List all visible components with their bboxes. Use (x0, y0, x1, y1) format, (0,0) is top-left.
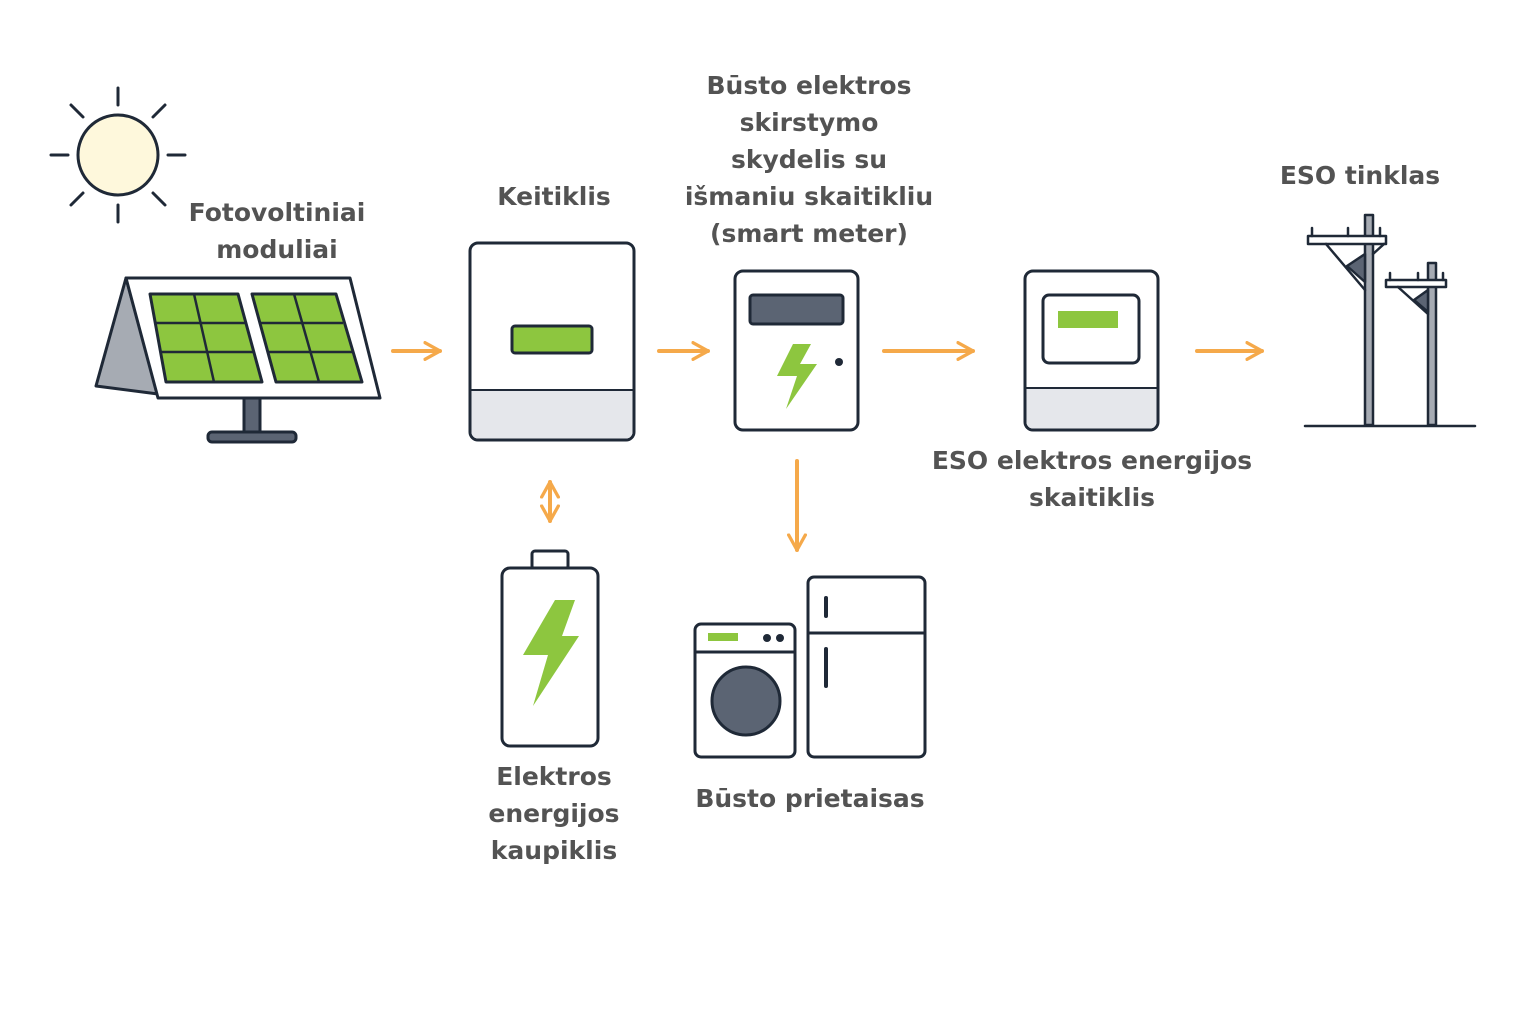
label-eso-grid: ESO tinklas (1279, 161, 1441, 190)
label-distribution-panel: Būsto elektros skirstymo skydelis su išm… (684, 71, 934, 248)
washing-machine-icon (693, 622, 797, 759)
battery-icon (500, 549, 600, 748)
refrigerator-icon (806, 575, 927, 759)
eso-meter-icon (1023, 269, 1160, 432)
smart-meter-panel-icon (733, 269, 860, 432)
solar-panel-icon (94, 276, 382, 444)
label-appliance: Būsto prietaisas (695, 784, 925, 813)
label-battery: Elektros energijos kaupiklis (488, 762, 620, 865)
inverter-icon (468, 241, 636, 442)
power-pole-icon (1303, 213, 1477, 428)
sun-icon (49, 86, 187, 224)
label-eso-meter: ESO elektros energijos skaitiklis (931, 446, 1253, 512)
label-inverter: Keitiklis (497, 182, 611, 211)
label-pv-modules: Fotovoltiniai moduliai (188, 198, 366, 264)
